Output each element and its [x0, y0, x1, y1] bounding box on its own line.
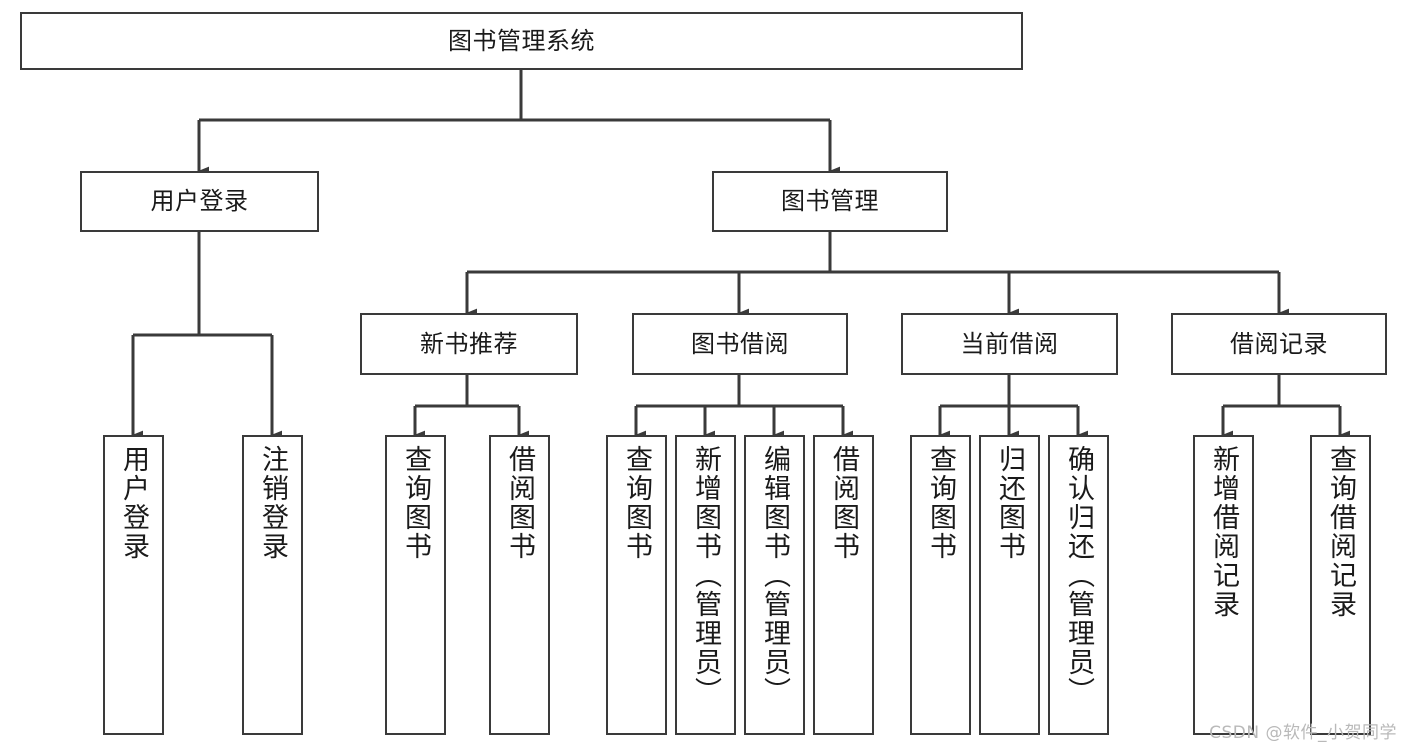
node-leaf-confirm-return-label: 确认归还（管理员）	[1063, 445, 1094, 706]
node-leaf-query-record[interactable]: 查询借阅记录	[1310, 435, 1371, 735]
node-leaf-query-book-3-label: 查询图书	[925, 445, 956, 561]
node-leaf-user-login-label: 用户登录	[118, 445, 149, 561]
node-leaf-borrow-book-1[interactable]: 借阅图书	[489, 435, 550, 735]
node-leaf-borrow-book-1-label: 借阅图书	[504, 445, 535, 561]
node-book-management-label: 图书管理	[781, 187, 879, 216]
node-leaf-query-record-label: 查询借阅记录	[1325, 445, 1356, 619]
node-leaf-add-book[interactable]: 新增图书（管理员）	[675, 435, 736, 735]
node-new-book-recommend[interactable]: 新书推荐	[360, 313, 578, 375]
node-new-book-recommend-label: 新书推荐	[420, 329, 518, 358]
node-current-borrow-label: 当前借阅	[960, 329, 1059, 358]
node-leaf-query-book-1[interactable]: 查询图书	[385, 435, 446, 735]
node-borrow-record-label: 借阅记录	[1230, 329, 1328, 358]
node-leaf-user-login[interactable]: 用户登录	[103, 435, 164, 735]
node-book-borrow-label: 图书借阅	[691, 329, 789, 358]
node-leaf-edit-book[interactable]: 编辑图书（管理员）	[744, 435, 805, 735]
node-leaf-logout-login[interactable]: 注销登录	[242, 435, 303, 735]
node-leaf-query-book-3[interactable]: 查询图书	[910, 435, 971, 735]
node-leaf-return-book-label: 归还图书	[994, 445, 1025, 561]
node-user-login[interactable]: 用户登录	[80, 171, 319, 232]
node-leaf-add-record-label: 新增借阅记录	[1208, 445, 1239, 619]
node-leaf-query-book-1-label: 查询图书	[400, 445, 431, 561]
node-leaf-return-book[interactable]: 归还图书	[979, 435, 1040, 735]
node-current-borrow[interactable]: 当前借阅	[901, 313, 1118, 375]
node-borrow-record[interactable]: 借阅记录	[1171, 313, 1387, 375]
node-leaf-borrow-book-2-label: 借阅图书	[828, 445, 859, 561]
node-leaf-query-book-2[interactable]: 查询图书	[606, 435, 667, 735]
node-leaf-query-book-2-label: 查询图书	[621, 445, 652, 561]
node-leaf-logout-login-label: 注销登录	[257, 445, 288, 561]
node-leaf-edit-book-label: 编辑图书（管理员）	[759, 445, 790, 706]
node-book-borrow[interactable]: 图书借阅	[632, 313, 848, 375]
node-leaf-confirm-return[interactable]: 确认归还（管理员）	[1048, 435, 1109, 735]
node-leaf-add-record[interactable]: 新增借阅记录	[1193, 435, 1254, 735]
node-leaf-borrow-book-2[interactable]: 借阅图书	[813, 435, 874, 735]
node-leaf-add-book-label: 新增图书（管理员）	[690, 445, 721, 706]
node-root-label: 图书管理系统	[448, 26, 595, 55]
node-root[interactable]: 图书管理系统	[20, 12, 1023, 70]
node-book-management[interactable]: 图书管理	[712, 171, 948, 232]
node-user-login-label: 用户登录	[150, 187, 249, 216]
